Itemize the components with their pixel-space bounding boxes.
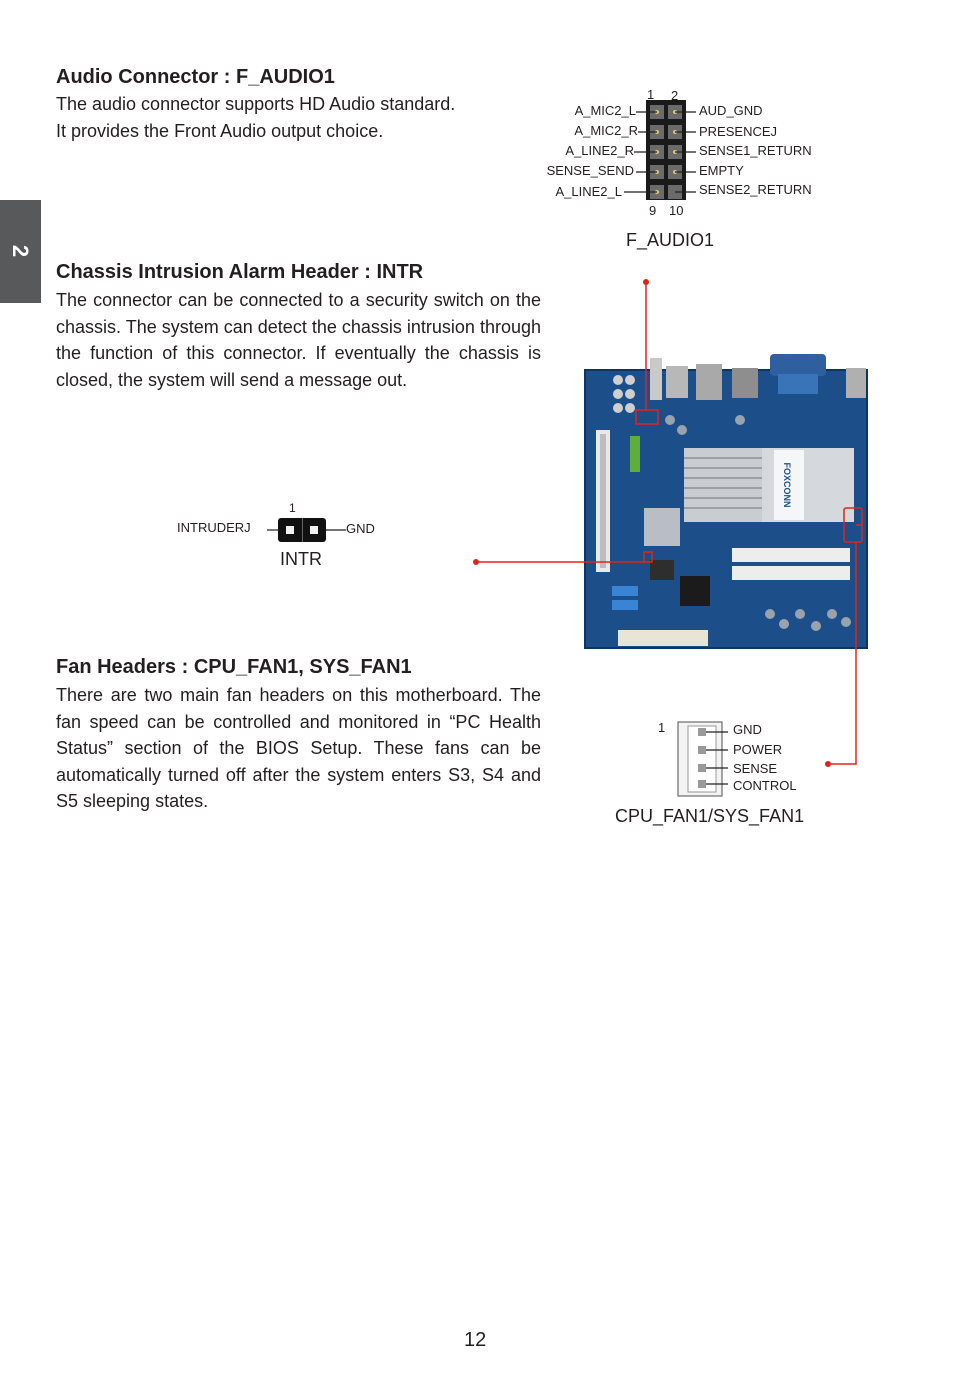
- fan-body: There are two main fan headers on this m…: [56, 685, 541, 812]
- f-audio1-left-label: SENSE_SEND: [546, 163, 634, 178]
- audio-body-line2: It provides the Front Audio output choic…: [56, 120, 384, 141]
- f-audio1-pin-10: 10: [669, 203, 684, 218]
- chapter-number: 2: [8, 244, 33, 258]
- page-number: 12: [464, 1329, 487, 1351]
- f-audio1-pin-9: 9: [649, 203, 657, 218]
- intr-left-label: INTRUDERJ: [177, 520, 251, 535]
- f-audio1-caption: F_AUDIO1: [626, 230, 715, 250]
- intr-right-label: GND: [346, 521, 375, 536]
- intr-heading: Chassis Intrusion Alarm Header : INTR: [56, 261, 424, 283]
- f-audio1-left-label: A_LINE2_L: [555, 184, 623, 199]
- f-audio1-right-label: SENSE2_RETURN: [699, 182, 812, 197]
- f-audio1-pin-1: 1: [647, 87, 655, 102]
- f-audio1-left-label: A_MIC2_R: [574, 123, 638, 138]
- f-audio1-right-label: AUD_GND: [699, 103, 763, 118]
- board-brand: FOXCONN: [782, 463, 792, 508]
- f-audio1-pin-2: 2: [671, 88, 679, 103]
- audio-body-line1: The audio connector supports HD Audio st…: [56, 94, 456, 114]
- motherboard-image: FOXCONN: [473, 279, 868, 767]
- motherboard-figure: FOXCONN: [470, 270, 870, 770]
- f-audio1-header-graphic: [624, 100, 696, 200]
- intr-caption: INTR: [280, 549, 322, 569]
- fan-label-power: POWER: [733, 742, 783, 757]
- fan-label-control: CONTROL: [733, 778, 797, 793]
- fan-caption: CPU_FAN1/SYS_FAN1: [615, 806, 805, 826]
- f-audio1-left-label: A_LINE2_R: [565, 143, 634, 158]
- chapter-tab: 2: [0, 200, 41, 303]
- intr-body: The connector can be connected to a secu…: [56, 290, 541, 390]
- intr-header-graphic: [267, 518, 346, 542]
- fan-header-diagram: 1 GND POWER SENSE CONTROL: [650, 716, 860, 836]
- f-audio1-right-label: SENSE1_RETURN: [699, 143, 812, 158]
- fan-header-graphic: [677, 721, 728, 797]
- f-audio1-left-label: A_MIC2_L: [574, 103, 636, 118]
- fan-label-sense: SENSE: [733, 761, 778, 776]
- fan-label-gnd: GND: [733, 722, 762, 737]
- f-audio1-right-label: PRESENCEJ: [699, 124, 778, 139]
- f-audio1-right-label: EMPTY: [699, 163, 744, 178]
- intr-pin-1: 1: [289, 501, 296, 515]
- audio-heading: Audio Connector : F_AUDIO1: [56, 66, 335, 88]
- fan-heading: Fan Headers : CPU_FAN1, SYS_FAN1: [56, 656, 412, 678]
- intr-diagram: 1 INTRUDERJ GND INTR: [170, 498, 390, 578]
- fan-pin-1: 1: [658, 720, 666, 735]
- audio-body: The audio connector supports HD Audio st…: [56, 91, 516, 144]
- f-audio1-diagram: 1 2 9 10 A_MIC2_L A_MIC2_R A_LINE2_R SEN…: [520, 82, 850, 252]
